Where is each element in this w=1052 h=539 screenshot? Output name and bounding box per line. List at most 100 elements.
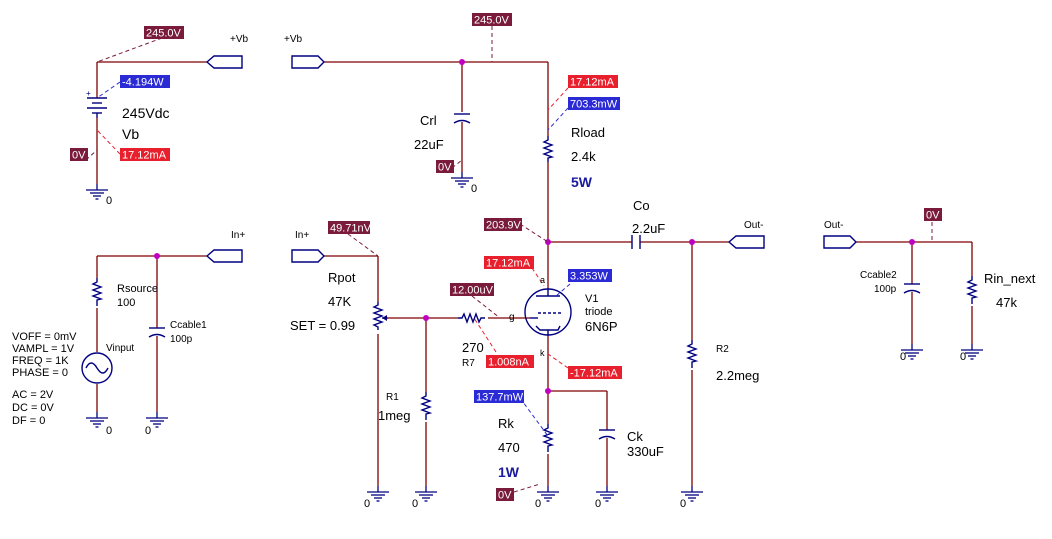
- label-ccable1-value: 100p: [170, 334, 193, 345]
- capacitor-co-symbol: [631, 235, 641, 249]
- power-marker: 137.7mW: [474, 390, 524, 404]
- label-vinput-param: VOFF = 0mV: [12, 331, 77, 343]
- current-marker: 17.12mA: [484, 256, 534, 270]
- voltage-marker: 0V: [496, 488, 514, 502]
- ground-label: 0: [900, 351, 906, 363]
- ground-label: 0: [535, 498, 541, 510]
- current-marker: -17.12mA: [568, 366, 622, 380]
- port-label: Out-: [744, 220, 763, 231]
- svg-text:17.12mA: 17.12mA: [570, 77, 615, 89]
- grounds: [85, 171, 984, 502]
- probe-markers: 245.0V -4.194W 0V 17.12mA 245.0V 17.12mA…: [70, 13, 942, 502]
- label-r7-value: 270: [462, 340, 484, 355]
- label-rin-next-value: 47k: [996, 295, 1017, 310]
- triode-v1-symbol: [524, 288, 572, 336]
- capacitor-crl-symbol: [453, 113, 471, 124]
- label-r1-name: R1: [386, 392, 399, 403]
- port-flag-out-left: [727, 235, 765, 249]
- ground-symbol: [414, 485, 438, 502]
- power-marker: -4.194W: [120, 75, 170, 89]
- current-marker: 17.12mA: [120, 148, 170, 162]
- resistor-r2-symbol: [686, 340, 699, 368]
- ground-label: 0: [364, 498, 370, 510]
- port-label: In+: [295, 230, 309, 241]
- svg-text:1.008nA: 1.008nA: [488, 357, 530, 369]
- ground-symbol: [366, 485, 390, 502]
- component-symbols: +: [81, 89, 979, 452]
- port-label: In+: [231, 230, 245, 241]
- svg-text:703.3mW: 703.3mW: [570, 99, 618, 111]
- label-rpot-set: SET = 0.99: [290, 318, 355, 333]
- label-v1-type: triode: [585, 306, 613, 318]
- label-vinput-param: VAMPL = 1V: [12, 343, 75, 355]
- label-rk-value: 470: [498, 440, 520, 455]
- voltage-marker: 49.71nV: [328, 221, 372, 235]
- label-rload-rating: 5W: [571, 174, 593, 190]
- power-marker: 703.3mW: [568, 97, 620, 111]
- svg-text:245.0V: 245.0V: [474, 15, 510, 27]
- voltage-marker: 0V: [436, 160, 454, 174]
- svg-text:17.12mA: 17.12mA: [122, 150, 167, 162]
- svg-text:203.9V: 203.9V: [486, 220, 522, 232]
- label-vb-value: 245Vdc: [122, 105, 169, 121]
- potentiometer-rpot-symbol: [372, 302, 388, 330]
- voltage-marker: 203.9V: [484, 218, 522, 232]
- label-rsource-name: Rsource: [117, 283, 158, 295]
- port-flags: [205, 55, 857, 263]
- svg-text:0V: 0V: [926, 210, 940, 222]
- resistor-rload-symbol: [542, 136, 555, 162]
- label-rin-next-name: Rin_next: [984, 271, 1036, 286]
- svg-text:17.12mA: 17.12mA: [486, 258, 531, 270]
- voltage-marker: 0V: [924, 208, 942, 222]
- label-r7-name: R7: [462, 358, 475, 369]
- marker-leaders: [85, 26, 933, 493]
- tube-pin-labels: a g k: [509, 275, 545, 358]
- voltage-marker: 12.00uV: [450, 283, 494, 297]
- label-vb-name: Vb: [122, 126, 139, 142]
- label-vinput-param: FREQ = 1K: [12, 355, 69, 367]
- port-flag-vb-right: [291, 55, 325, 69]
- current-marker: 17.12mA: [568, 75, 618, 89]
- svg-text:0V: 0V: [498, 490, 512, 502]
- ground-symbol: [450, 171, 474, 188]
- port-flag-in-right: [291, 249, 325, 263]
- label-rload-value: 2.4k: [571, 149, 596, 164]
- resistor-r1-symbol: [420, 392, 433, 420]
- label-co-value: 2.2uF: [632, 221, 665, 236]
- pin-anode-label: a: [540, 275, 545, 285]
- resistor-rk-symbol: [542, 424, 555, 452]
- ground-label: 0: [471, 183, 477, 195]
- node-dots: [154, 59, 915, 394]
- ground-label: 0: [595, 498, 601, 510]
- svg-text:3.353W: 3.353W: [570, 271, 609, 283]
- ground-labels: 0 0 0 0 0 0 0 0 0 0 0: [106, 183, 966, 510]
- capacitor-ccable2-symbol: [903, 283, 921, 294]
- resistor-r7-symbol: [458, 312, 485, 324]
- svg-text:+: +: [86, 89, 91, 98]
- ground-label: 0: [145, 425, 151, 437]
- svg-text:-17.12mA: -17.12mA: [570, 368, 618, 380]
- label-vinput-name: Vinput: [106, 343, 134, 354]
- port-flag-in-left: [205, 249, 243, 263]
- capacitor-ccable1-symbol: [148, 327, 166, 338]
- label-ck-value: 330uF: [627, 444, 664, 459]
- label-ccable1-name: Ccable1: [170, 320, 207, 331]
- label-rk-rating: 1W: [498, 464, 520, 480]
- svg-text:137.7mW: 137.7mW: [476, 392, 524, 404]
- label-rpot-value: 47K: [328, 294, 351, 309]
- resistor-rin-next-symbol: [966, 276, 979, 304]
- label-vinput-param: PHASE = 0: [12, 367, 68, 379]
- port-label: Out-: [824, 220, 843, 231]
- svg-text:245.0V: 245.0V: [146, 28, 182, 40]
- voltage-marker: 245.0V: [144, 26, 184, 40]
- svg-text:0V: 0V: [72, 150, 86, 162]
- label-r2-value: 2.2meg: [716, 368, 759, 383]
- port-flag-out-right: [823, 235, 857, 249]
- svg-text:-4.194W: -4.194W: [122, 77, 164, 89]
- label-rpot-name: Rpot: [328, 270, 356, 285]
- port-label: +Vb: [284, 34, 303, 45]
- label-ccable2-value: 100p: [874, 284, 897, 295]
- label-ck-name: Ck: [627, 429, 643, 444]
- label-rload-name: Rload: [571, 125, 605, 140]
